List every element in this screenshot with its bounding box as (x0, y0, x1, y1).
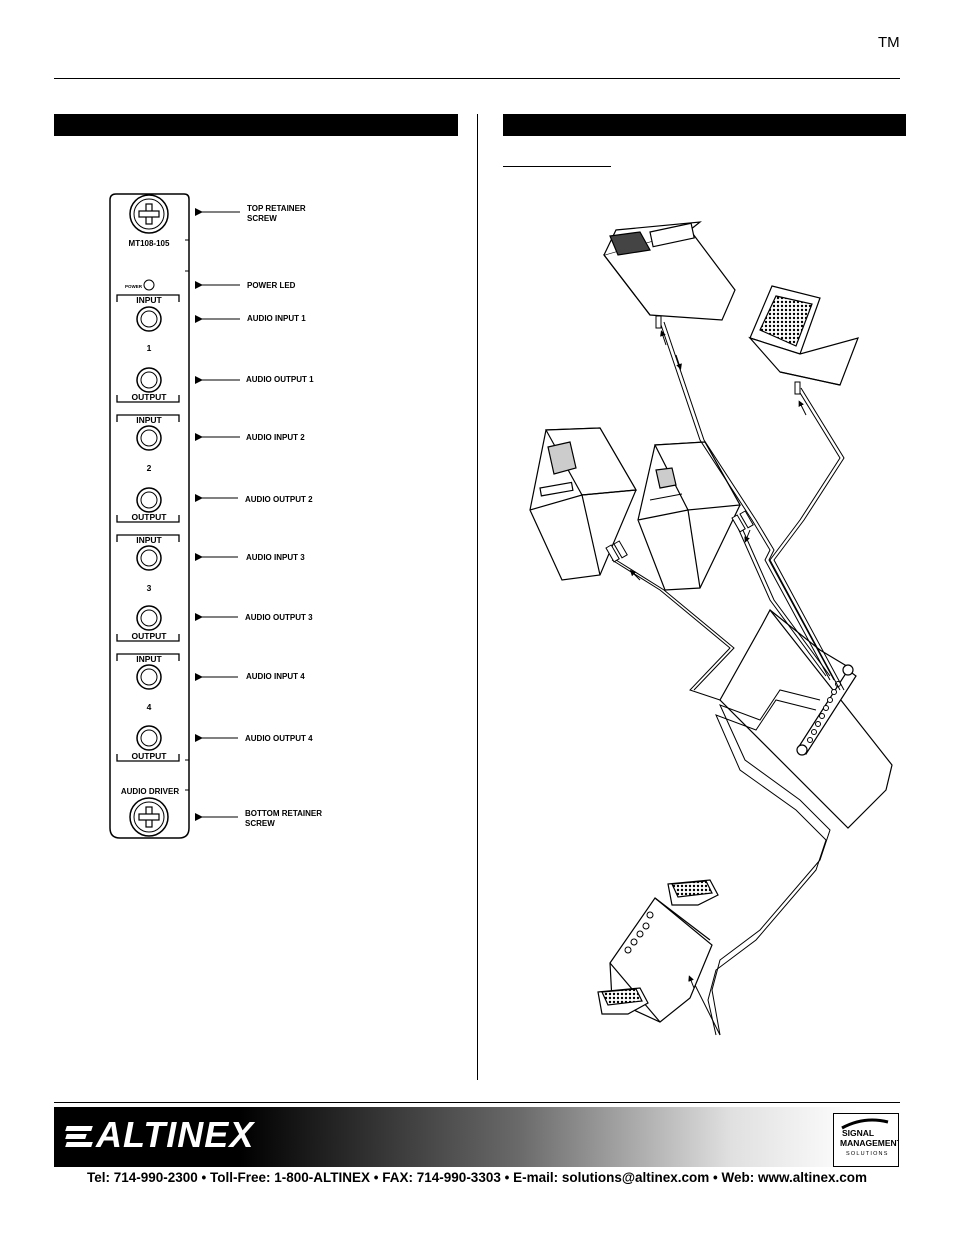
callout-audio-input-2: AUDIO INPUT 2 (246, 433, 305, 442)
header-rule (54, 78, 900, 79)
audio-input-4-jack-icon (136, 664, 162, 690)
contact-line: Tel: 714-990-2300 • Toll-Free: 1-800-ALT… (86, 1170, 868, 1185)
sms-swoosh-icon: SIGNAL MANAGEMENT SOLUTIONS (840, 1118, 903, 1157)
audio-output-3-jack-icon (136, 605, 162, 631)
channel-2-number: 2 (147, 463, 152, 473)
footer-banner (54, 1107, 900, 1167)
channel-1-number: 1 (147, 343, 152, 353)
front-panel-diagram: MT108-105 POWER INPUT 1 OUTPUT INPUT 2 O… (109, 193, 322, 839)
channel-3-number: 3 (147, 583, 152, 593)
altinex-logo-text: ALTINEX (96, 1114, 255, 1155)
section-bar-right (503, 114, 906, 136)
audio-driver-card-icon (719, 608, 893, 829)
panel-model: MT108-105 (129, 239, 170, 248)
channel-4-input-label: INPUT (136, 654, 162, 664)
cd-player-icon (529, 427, 637, 581)
callout-audio-input-1: AUDIO INPUT 1 (247, 314, 306, 323)
system-connection-diagram (529, 221, 893, 1036)
sms-line3: SOLUTIONS (846, 1151, 889, 1157)
channel-2-output-label: OUTPUT (132, 512, 168, 522)
audio-input-2-jack-icon (136, 425, 162, 451)
speaker-icon (597, 987, 649, 1015)
footer-rule (54, 1102, 900, 1103)
channel-3-output-label: OUTPUT (132, 631, 168, 641)
audio-cables (611, 321, 845, 1036)
signal-management-solutions-logo: SIGNAL MANAGEMENT SOLUTIONS (833, 1113, 903, 1167)
channel-2-input-label: INPUT (136, 415, 162, 425)
altinex-logo: ALTINEX (65, 1114, 255, 1156)
audio-output-4-jack-icon (136, 725, 162, 751)
sms-line2: MANAGEMENT (840, 1138, 898, 1148)
callout-bottom-screw-line2: SCREW (245, 819, 275, 828)
panel-body (109, 193, 190, 839)
callout-top-screw-line2: SCREW (247, 214, 277, 223)
cassette-deck-icon (602, 221, 736, 321)
channel-4-number: 4 (147, 702, 152, 712)
channel-1-output-label: OUTPUT (132, 392, 168, 402)
signal-arrows (629, 330, 807, 989)
column-divider (477, 114, 478, 1080)
channel-3-input-label: INPUT (136, 535, 162, 545)
power-led-icon (143, 279, 155, 291)
callout-audio-output-4: AUDIO OUTPUT 4 (245, 734, 313, 743)
rca-plug-icons (605, 315, 801, 563)
callout-arrows (195, 208, 240, 821)
callout-audio-output-2: AUDIO OUTPUT 2 (245, 495, 313, 504)
audio-input-1-jack-icon (136, 306, 162, 332)
subheading-underline (503, 166, 611, 167)
bottom-retainer-screw-icon (129, 797, 169, 837)
channel-4-output-label: OUTPUT (132, 751, 168, 761)
callout-audio-input-3: AUDIO INPUT 3 (246, 553, 305, 562)
section-bar-left (54, 114, 458, 136)
channel-1-input-label: INPUT (136, 295, 162, 305)
callout-audio-output-1: AUDIO OUTPUT 1 (246, 375, 314, 384)
top-retainer-screw-icon (129, 194, 169, 234)
laptop-icon (748, 285, 859, 386)
cd-player-icon (637, 441, 741, 591)
audio-output-2-jack-icon (136, 487, 162, 513)
altinex-logo-mark-icon (65, 1123, 94, 1149)
callout-bottom-screw-line1: BOTTOM RETAINER (245, 809, 322, 818)
callout-power-led: POWER LED (247, 281, 296, 290)
sms-line1: SIGNAL (842, 1128, 874, 1138)
trademark: TM (878, 34, 900, 51)
audio-output-1-jack-icon (136, 367, 162, 393)
callout-audio-output-3: AUDIO OUTPUT 3 (245, 613, 313, 622)
panel-footer-label: AUDIO DRIVER (121, 787, 179, 796)
audio-input-3-jack-icon (136, 545, 162, 571)
callout-top-screw-line1: TOP RETAINER (247, 204, 306, 213)
power-label: POWER (125, 284, 143, 289)
callout-audio-input-4: AUDIO INPUT 4 (246, 672, 305, 681)
speaker-icon (667, 879, 719, 906)
